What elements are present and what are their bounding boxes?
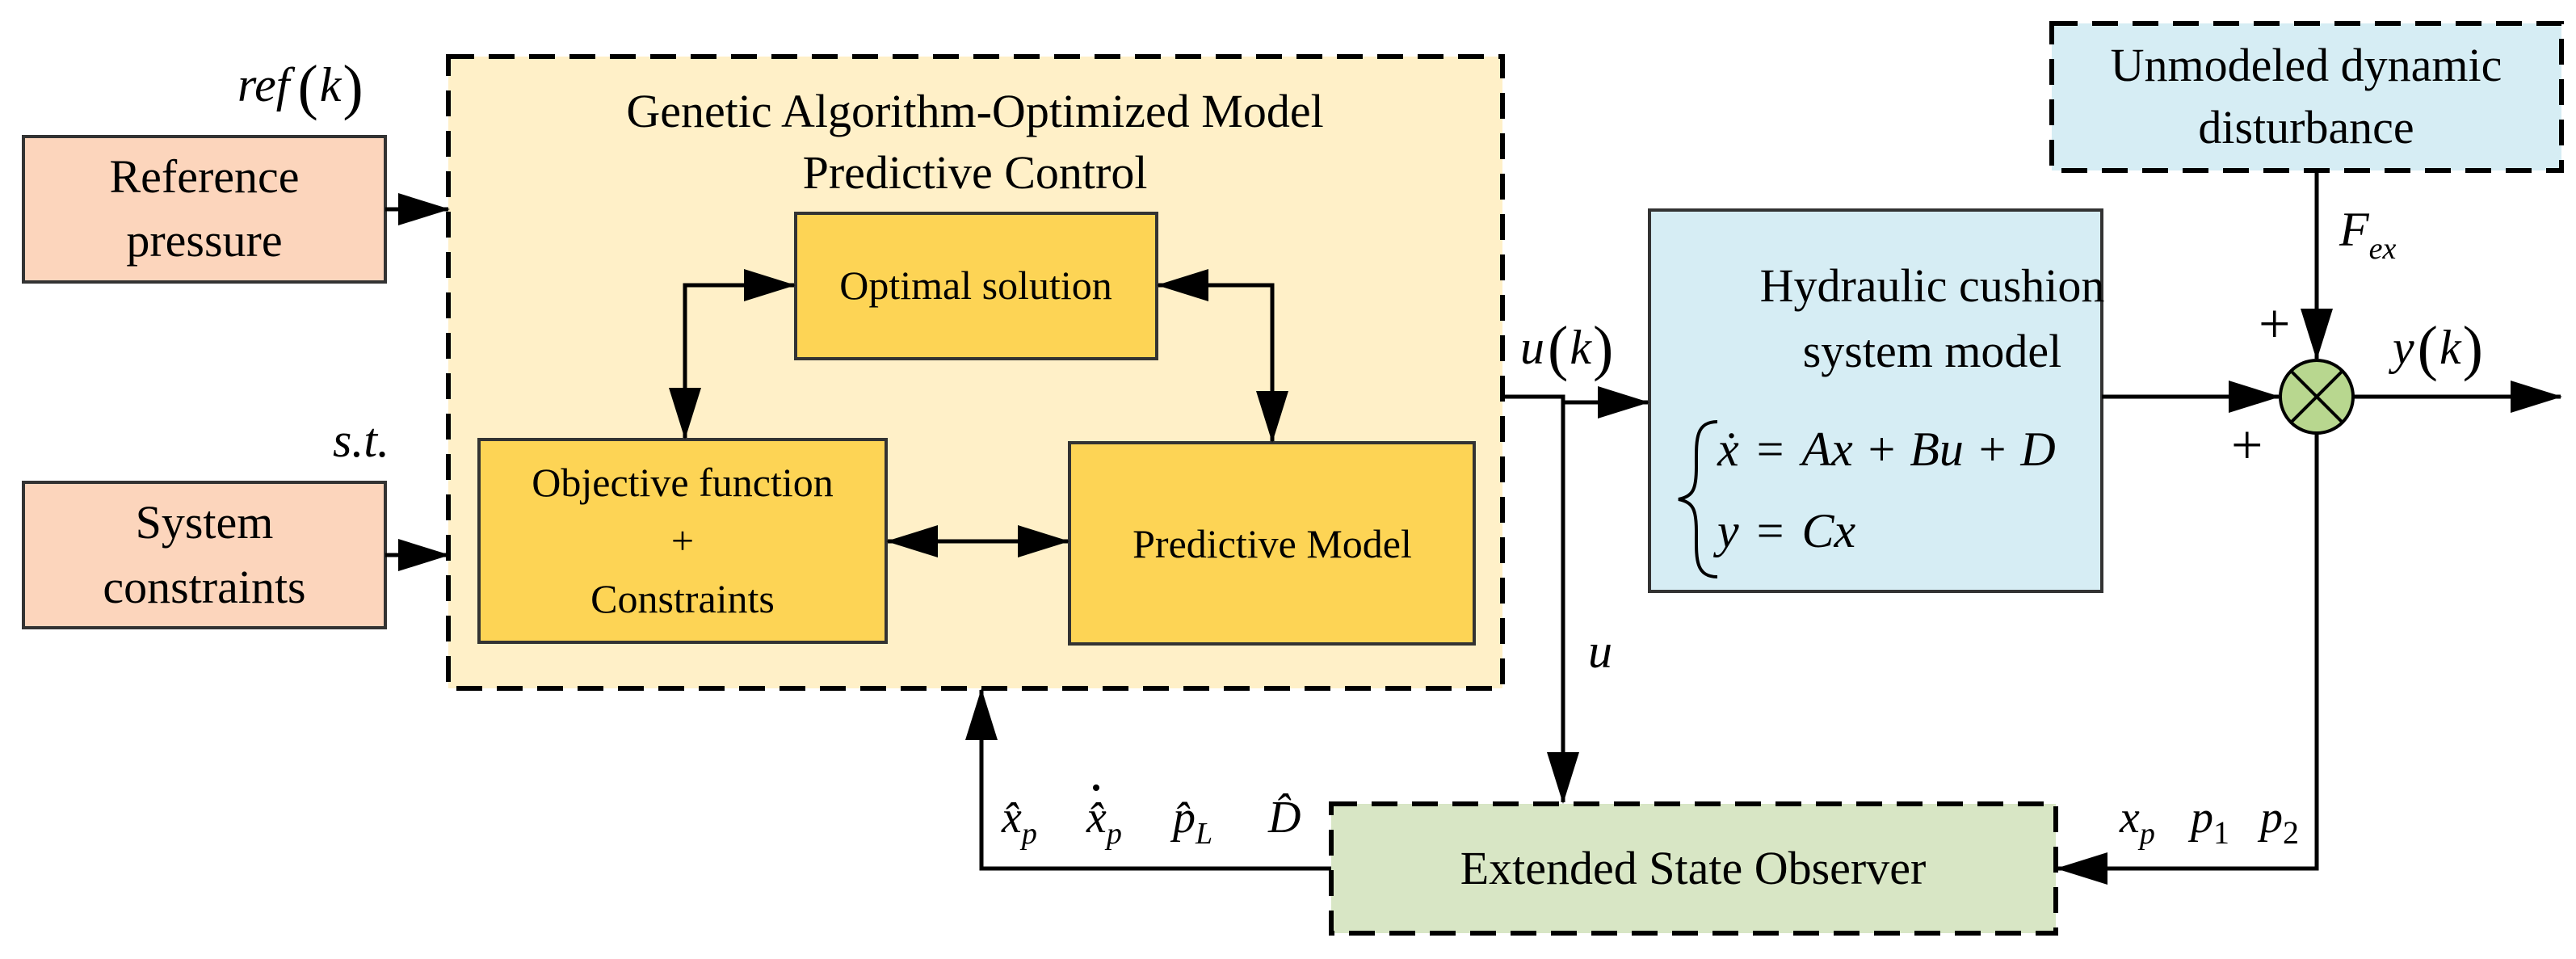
xdothat-p-label: x̂p [1086,793,1122,851]
st-label: s.t. [333,414,389,467]
reference-line1: Reference [109,150,299,203]
optimal-predictive-link [1157,269,1288,443]
ga-mpc-title-line2: Predictive Control [803,146,1148,199]
phat-l-label: p̂L [1170,793,1212,851]
control-output-line [1502,386,1649,419]
plus-bottom-sign: + [2231,414,2263,477]
constraints-line2: constraints [103,561,305,613]
xhat-p-label: x̂p [1001,793,1037,851]
disturbance-line1: Unmodeled dynamic [2111,39,2502,91]
eso-block: Extended State Observer [1329,801,2058,936]
u-label: u [1588,625,1612,678]
constraints-line1: System [136,496,274,549]
plant-line2: system model [1803,325,2062,377]
disturbance-line2: disturbance [2198,101,2414,154]
xdothat-dot [1093,784,1099,791]
objective-function-block: Objective function + Constraints [477,438,888,644]
optimal-solution-label: Optimal solution [839,263,1112,308]
feedback-to-eso-line [2056,433,2319,885]
predictive-model-label: Predictive Model [1133,521,1412,566]
u-k-label: u(k) [1520,314,1613,382]
output-equation: y=Cx [1712,504,1856,557]
hydraulic-plant-block: Hydraulic cushion system model ẋ=Ax + Bu… [1648,208,2105,593]
system-constraints-block: System constraints [22,481,387,629]
plus-top-sign: + [2259,293,2290,355]
dhat-label: D̂ [1267,793,1301,843]
ga-mpc-title-line1: Genetic Algorithm-Optimized Model [626,85,1323,137]
f-ex-label: Fex [2339,203,2397,266]
eso-to-mpc-line [965,688,1331,871]
plant-line1: Hydraulic cushion [1760,259,2105,312]
objective-line3: Constraints [590,576,775,621]
p-1-label: p1 [2187,793,2229,851]
disturbance-block: Unmodeled dynamic disturbance [2049,21,2564,173]
reference-line2: pressure [126,214,282,267]
signal-lines [385,170,2562,885]
eso-label: Extended State Observer [1460,842,1927,894]
reference-pressure-block: Reference pressure [22,135,387,284]
objective-line2: + [671,518,694,563]
objective-line1: Objective function [532,460,834,505]
summing-junction [2279,359,2355,435]
predictive-model-block: Predictive Model [1068,441,1476,646]
objective-optimal-link [669,269,796,440]
p-2-label: p2 [2257,793,2299,851]
ref-k-label: ref(k) [237,53,363,121]
state-equation: ẋ=Ax + Bu + D [1717,423,2056,476]
equation-brace [1678,420,1718,578]
optimal-solution-block: Optimal solution [794,212,1158,360]
y-k-label: y(k) [2388,314,2483,382]
x-p-label: xp [2119,793,2155,851]
